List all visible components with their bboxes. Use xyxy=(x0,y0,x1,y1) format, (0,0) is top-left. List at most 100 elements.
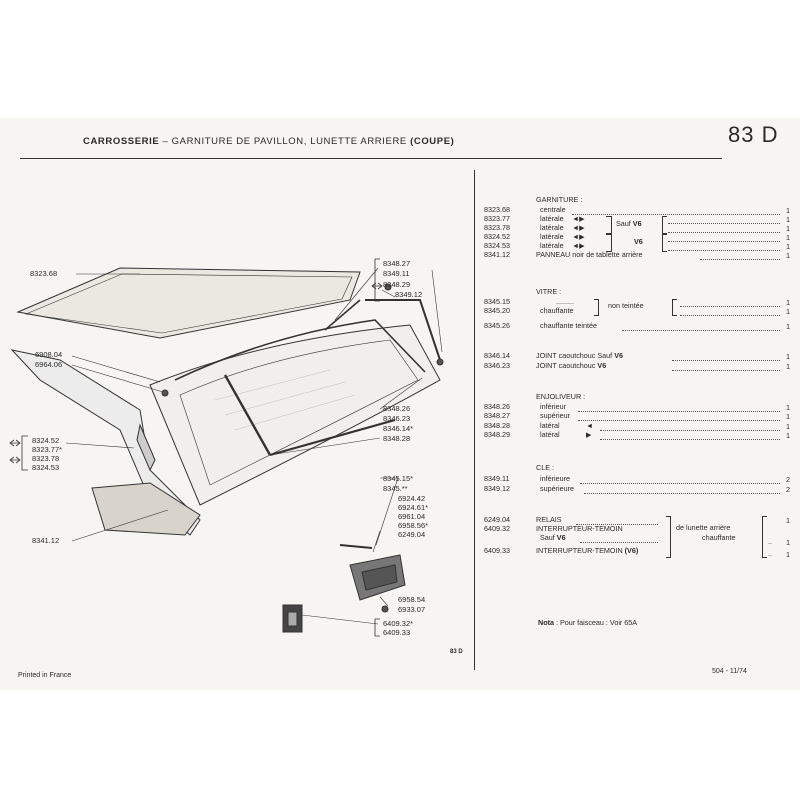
part-qty: 1 xyxy=(786,403,790,412)
section-heading-cle: CLE : xyxy=(536,463,554,472)
part-qty: 2 xyxy=(786,475,790,484)
title-category: CARROSSERIE xyxy=(83,136,160,147)
part-qty: 1 xyxy=(786,362,790,371)
part-ref: 8346.14 xyxy=(484,351,510,360)
column-divider xyxy=(474,170,475,670)
callout-8323-68: 8323.68 xyxy=(30,269,58,278)
part-desc: latérale xyxy=(540,214,564,223)
part-ref: 6409.32 xyxy=(484,524,510,533)
part-ref: 8349.12 xyxy=(484,484,510,493)
callout-8346-23: 8346.23 xyxy=(383,414,411,423)
part-ref: 8323.77 xyxy=(484,214,510,223)
figure-code: 83 D xyxy=(450,649,463,655)
part-desc: supérieure xyxy=(540,484,574,493)
callout-6964-06: 6964.06 xyxy=(35,360,63,369)
arrow-both-icon: ◄▶ xyxy=(572,223,585,232)
callout-8323-77: 8323.77* xyxy=(32,445,63,454)
part-ref: 8349.11 xyxy=(484,474,510,483)
part-ref: 8341.12 xyxy=(484,250,510,259)
part-ref: 8324.53 xyxy=(484,241,510,250)
arrow-right-icon: ▶ xyxy=(586,430,592,439)
part-ref: 8323.68 xyxy=(484,205,510,214)
callout-6409-33: 6409.33 xyxy=(383,628,411,637)
printed-in: Printed in France xyxy=(18,672,72,679)
callout-8348-27: 8348.27 xyxy=(383,259,411,268)
callout-8349-12: 8349.12 xyxy=(395,290,423,299)
page-number: 83 D xyxy=(728,122,779,147)
part-ref: 6409.33 xyxy=(484,546,510,555)
arrow-both-icon: ◄▶ xyxy=(572,241,585,250)
part-qty: 1 xyxy=(786,251,790,260)
part-desc: chauffante teintée xyxy=(540,321,598,330)
part-qty: 1 xyxy=(786,412,790,421)
section-heading-enjoliveur: ENJOLIVEUR : xyxy=(536,392,586,401)
catalog-page xyxy=(0,118,800,690)
nota-text: : Pour faisceau : Voir 65A xyxy=(555,618,638,627)
callout-6933-07: 6933.07 xyxy=(398,605,426,614)
callout-8346-14: 8346.14* xyxy=(383,424,414,433)
part-ref: 8345.15 xyxy=(484,297,510,306)
part-desc: inférieure xyxy=(540,474,570,483)
part-ref: 8323.78 xyxy=(484,223,510,232)
part-ref: 8346.23 xyxy=(484,361,510,370)
part-qty: 1 xyxy=(786,206,790,215)
part-qty: 1 xyxy=(786,352,790,361)
part-desc: PANNEAU noir de tablette arrière xyxy=(536,250,643,259)
group-label-lunette: de lunette arrière xyxy=(676,523,731,532)
callout-6924-42: 6924.42 xyxy=(398,494,426,503)
part-ref: 6249.04 xyxy=(484,515,510,524)
part-desc: JOINT caoutchouc V6 xyxy=(536,361,607,370)
part-desc: inférieur xyxy=(540,402,566,411)
part-qty: 1 xyxy=(786,550,790,559)
callout-8348-29: 8348.29 xyxy=(383,280,411,289)
arrow-left-icon: ◄▶ xyxy=(572,214,585,223)
part-qty: 1 xyxy=(786,322,790,331)
section-heading-vitre: VITRE : xyxy=(536,287,562,296)
part-desc: centrale xyxy=(540,205,566,214)
part-ref: 8348.29 xyxy=(484,430,510,439)
part-ref: 8345.20 xyxy=(484,306,510,315)
part-desc: latérale xyxy=(540,223,564,232)
part-qty: 1 xyxy=(786,233,790,242)
page-title: CARROSSERIE – GARNITURE DE PAVILLON, LUN… xyxy=(83,136,454,147)
part-ref: 8324.52 xyxy=(484,232,510,241)
callout-8324-52: 8324.52 xyxy=(32,436,60,445)
part-ref: 8345.26 xyxy=(484,321,510,330)
part-qty: 1 xyxy=(786,224,790,233)
callout-6249-04: 6249.04 xyxy=(398,530,426,539)
callout-6908-04: 6908.04 xyxy=(35,350,63,359)
part-desc: chauffante xyxy=(540,306,574,315)
nota: Nota : Pour faisceau : Voir 65A xyxy=(538,618,638,628)
part-qty: 1 xyxy=(786,307,790,316)
callout-8341-12: 8341.12 xyxy=(32,536,60,545)
part-qty: 2 xyxy=(786,485,790,494)
parcel-shelf-panel xyxy=(91,482,201,536)
non-teintee-label: non teintée xyxy=(608,301,644,310)
arrow-left-icon: ◄▶ xyxy=(572,232,585,241)
part-qty: 1 xyxy=(786,516,790,525)
part-qty: 1 xyxy=(786,215,790,224)
arrow-left-icon: ◄ xyxy=(586,421,594,430)
callout-6958-56: 6958.56* xyxy=(398,521,429,530)
v6-label: V6 xyxy=(634,237,643,246)
section-heading-garniture: GARNITURE : xyxy=(536,195,583,204)
part-qty: 1 xyxy=(786,422,790,431)
part-qty: 1 xyxy=(786,242,790,251)
part-desc: supérieur xyxy=(540,411,570,420)
callout-8345-15: 8345.15* xyxy=(383,474,414,483)
part-qty: 1 xyxy=(786,298,790,307)
part-ref: 8348.27 xyxy=(484,411,510,420)
callout-8349-11: 8349.11 xyxy=(383,269,410,278)
title-text: – GARNITURE DE PAVILLON, LUNETTE ARRIERE xyxy=(162,136,407,147)
nota-label: Nota xyxy=(538,618,554,627)
edition-code: 504 - 11/74 xyxy=(712,668,747,675)
group-label-chauffante: chauffante xyxy=(702,533,736,542)
callout-8345-xx: 8345.** xyxy=(383,484,408,493)
callout-6924-61: 6924.61* xyxy=(398,503,429,512)
part-desc: Sauf V6 xyxy=(540,533,566,542)
part-ref: 8348.26 xyxy=(484,402,510,411)
callout-8348-26: 8348.26 xyxy=(383,404,411,413)
callout-8324-53: 8324.53 xyxy=(32,463,60,472)
headliner-panel xyxy=(16,267,361,339)
